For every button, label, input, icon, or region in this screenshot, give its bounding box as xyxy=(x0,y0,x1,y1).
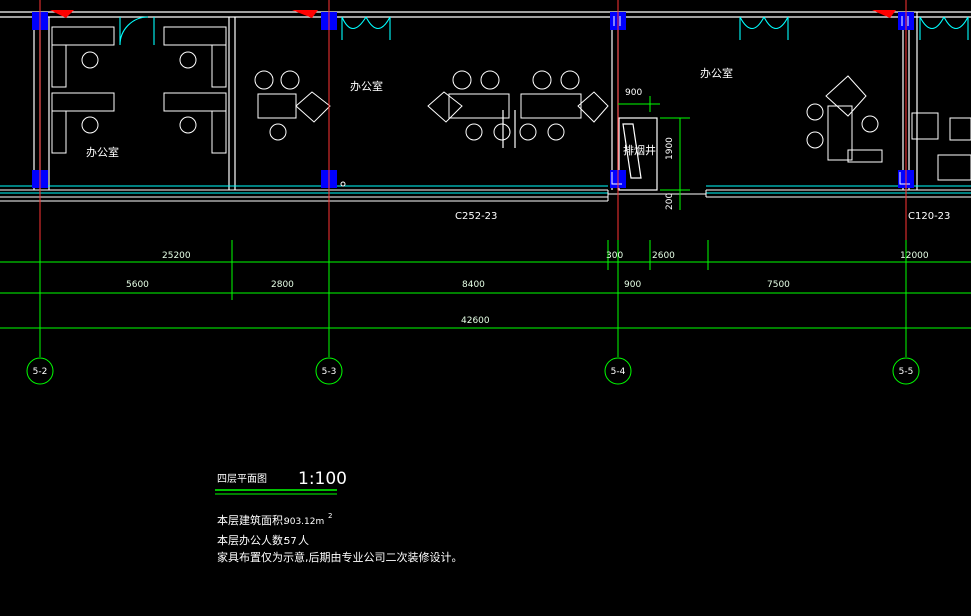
shaft-gap-dimension: 200 xyxy=(665,193,675,210)
area-value: 903.12m xyxy=(284,517,324,527)
people-unit: 人 xyxy=(298,534,309,547)
title-block: 四层平面图 1:100 本层建筑面积: 903.12m 2 本层办公人数: 57… xyxy=(215,469,463,564)
svg-text:5-2: 5-2 xyxy=(33,367,48,377)
dim-7500: 7500 xyxy=(767,280,790,290)
dim-900: 900 xyxy=(624,280,641,290)
svg-text:5-4: 5-4 xyxy=(611,367,626,377)
room-label-middle-office: 办公室 xyxy=(350,79,383,93)
furniture-note: 家具布置仅为示意,后期由专业公司二次装修设计。 xyxy=(217,550,463,564)
shaft-height-dimension: 1900 xyxy=(665,137,675,160)
axis-bubble-5-3: 5-3 xyxy=(315,357,343,385)
dim-8400: 8400 xyxy=(462,280,485,290)
area-unit-superscript: 2 xyxy=(328,512,332,520)
room-label-right-office: 办公室 xyxy=(700,66,733,80)
svg-text:5-5: 5-5 xyxy=(899,367,914,377)
plan-scale: 1:100 xyxy=(298,469,347,489)
doors xyxy=(119,16,969,46)
dim-12000: 12000 xyxy=(900,251,929,261)
labels: 办公室 办公室 办公室 排烟井 900 1900 200 C252-23 C12… xyxy=(86,66,950,326)
svg-text:5-3: 5-3 xyxy=(322,367,337,377)
room-label-left-office: 办公室 xyxy=(86,145,119,159)
shaft-width-dimension: 900 xyxy=(625,88,642,98)
furniture xyxy=(51,26,971,181)
dim-2800: 2800 xyxy=(271,280,294,290)
facade-lines xyxy=(0,185,971,202)
axis-bubble-5-2: 5-2 xyxy=(26,357,54,385)
axis-lines xyxy=(39,0,907,357)
column-details xyxy=(340,16,910,187)
axis-bubbles: 5-2 5-3 5-4 5-5 xyxy=(26,357,920,385)
shaft-dimension-lines xyxy=(618,96,690,210)
dimension-lines xyxy=(0,240,971,329)
walls xyxy=(0,11,971,191)
dim-5600: 5600 xyxy=(126,280,149,290)
axis-bubble-5-5: 5-5 xyxy=(892,357,920,385)
axis-bubble-5-4: 5-4 xyxy=(604,357,632,385)
window-tag-right: C120-23 xyxy=(908,211,950,222)
dim-42600: 42600 xyxy=(461,316,490,326)
red-markers xyxy=(50,10,896,18)
plan-title: 四层平面图 xyxy=(217,473,267,485)
dim-2600: 2600 xyxy=(652,251,675,261)
window-tag-left: C252-23 xyxy=(455,211,497,222)
area-label: 本层建筑面积: xyxy=(217,513,287,527)
dim-25200: 25200 xyxy=(162,251,191,261)
shaft-label: 排烟井 xyxy=(623,143,656,157)
people-label: 本层办公人数: xyxy=(217,533,287,547)
dim-300: 300 xyxy=(606,251,623,261)
people-value: 57 xyxy=(284,536,297,547)
